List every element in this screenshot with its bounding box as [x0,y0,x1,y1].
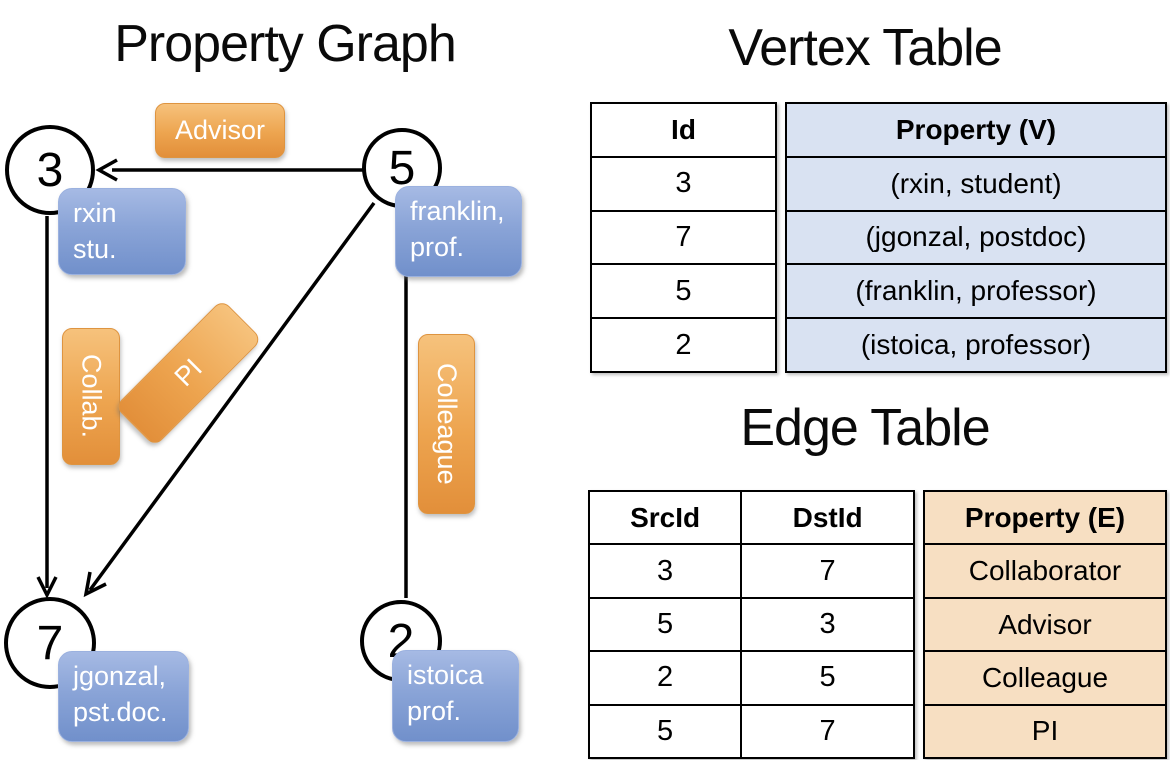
vertex-label-2-line1: istoica [407,660,484,690]
edge-table-dst-header: DstId [740,492,913,544]
edge-5-to-3 [95,158,364,182]
table-cell: 7 [740,545,913,597]
table-cell: 2 [657,661,674,694]
node-5-id: 5 [388,141,416,195]
table-cell: 5 [657,608,674,641]
table-row: (franklin, professor) [787,263,1165,317]
edge-table-header-row: SrcId DstId [590,492,913,544]
edge-label-colleague-text: Colleague [432,363,462,485]
edge-label-collab-text: Collab. [76,354,107,439]
table-row: Collaborator [925,543,1165,596]
table-row: 3 [592,155,775,210]
table-row: (istoica, professor) [787,317,1165,371]
table-cell: 5 [740,652,913,704]
arrowhead-down-icon [36,576,58,599]
graph-title: Property Graph [114,15,457,73]
vertex-table-property-header: Property (V) [895,113,1057,145]
vertex-table-id-column: Id 3 7 5 2 [590,102,777,373]
table-row: 5 7 [590,703,913,758]
table-row: 7 [592,209,775,264]
edge-label-pi-text: PI [168,353,208,393]
table-cell: 3 [657,554,674,587]
vertex-table-title: Vertex Table [728,19,1002,77]
arrowhead-left-icon [95,158,118,182]
vertex-table-id-header: Id [671,113,696,145]
table-row: 5 [592,263,775,317]
vertex-label-3-line1: rxin [73,198,117,228]
table-row: 2 5 [590,650,913,704]
vertex-label-5-line2: prof. [410,231,465,262]
vertex-label-7-line1: jgonzal, [73,661,167,691]
table-cell: 5 [657,714,674,747]
vertex-table-property-column: Property (V) (rxin, student) (jgonzal, p… [785,102,1167,373]
table-row: 3 7 [590,543,913,597]
vertex-label-2: istoica prof. [392,650,519,742]
vertex-label-2-line2: prof. [407,695,462,726]
table-row: Advisor [925,596,1165,650]
table-cell: 7 [740,705,913,758]
table-row: 5 3 [590,596,913,651]
edge-table-property-header: Property (E) [964,501,1126,533]
edge-label-collab: Collab. [62,328,120,465]
edge-table-src-header: SrcId [630,501,701,533]
table-row: (rxin, student) [787,155,1165,210]
vertex-label-7: jgonzal, pst.doc. [58,651,189,742]
edge-table-title: Edge Table [740,399,990,457]
table-row: (jgonzal, postdoc) [787,209,1165,264]
arrowhead-diagonal-icon [83,571,107,598]
edge-label-advisor-text: Advisor [174,115,266,145]
edge-label-colleague: Colleague [418,334,475,514]
edge-label-advisor: Advisor [155,103,285,158]
table-row: Colleague [925,650,1165,703]
edge-3-to-7 [36,216,58,599]
vertex-label-3-line2: stu. [73,233,117,264]
edge-table-property-column: Property (E) Collaborator Advisor Collea… [923,490,1167,759]
vertex-label-7-line2: pst.doc. [73,696,168,727]
table-cell: 3 [740,598,913,651]
node-3-id: 3 [36,143,64,197]
vertex-label-3: rxin stu. [58,188,186,275]
vertex-label-5-line1: franklin, [410,196,505,226]
table-row: PI [925,703,1165,757]
edge-table-id-columns: SrcId DstId 3 7 5 3 2 5 5 7 [588,490,915,759]
table-row: 2 [592,317,775,371]
edge-5-to-7 [83,201,376,598]
vertex-label-5: franklin, prof. [395,186,522,277]
